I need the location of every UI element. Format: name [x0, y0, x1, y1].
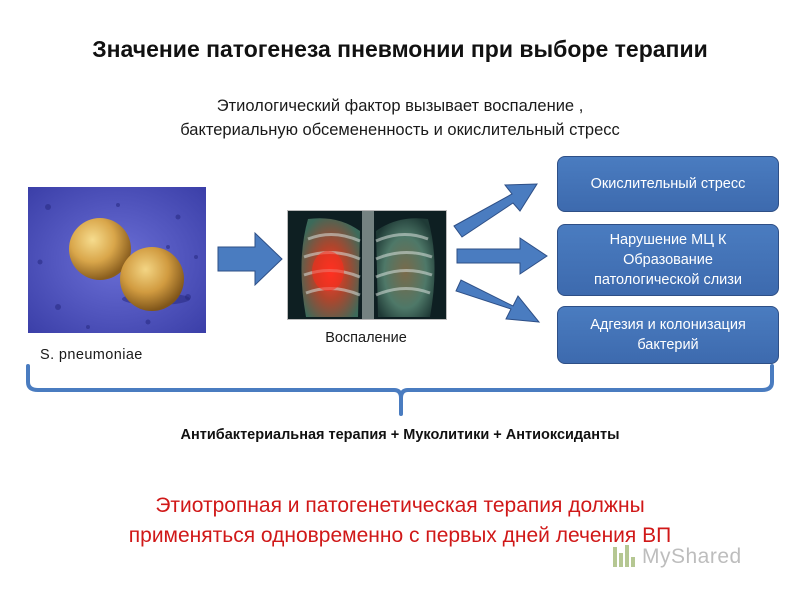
outcome-box-adhesion: Адгезия и колонизация бактерий — [557, 306, 779, 364]
arrow-to-outcome-1 — [453, 183, 538, 238]
outcome-2-line-1: Нарушение МЦ К — [609, 232, 727, 248]
subtitle-line-1: Этиологический фактор вызывает воспалени… — [216, 97, 584, 115]
arrow-bacteria-to-inflammation — [217, 231, 283, 287]
arrow-to-outcome-2 — [456, 237, 548, 275]
arrow-to-outcome-3 — [455, 279, 541, 323]
watermark: MyShared — [612, 542, 762, 572]
bacteria-micrograph — [28, 187, 206, 333]
watermark-text: MyShared — [642, 545, 742, 568]
outcome-1-text: Окислительный стресс — [591, 174, 746, 194]
bacteria-caption: S. pneumoniae — [40, 347, 143, 363]
outcome-3-line-1: Адгезия и колонизация — [590, 317, 746, 333]
outcome-box-oxidative-stress: Окислительный стресс — [557, 156, 779, 212]
outcome-2-text: Нарушение МЦ К Образование патологическо… — [594, 230, 742, 290]
slide-title: Значение патогенеза пневмонии при выборе… — [92, 36, 708, 62]
outcome-box-mucociliary: Нарушение МЦ К Образование патологическо… — [557, 224, 779, 296]
chest-xray-image — [287, 210, 447, 320]
conclusion-line-1: Этиотропная и патогенетическая терапия д… — [155, 494, 645, 517]
conclusion-line-2: применяться одновременно с первых дней л… — [128, 524, 672, 547]
outcome-2-line-2: Образование — [623, 252, 713, 268]
conclusion-text: Этиотропная и патогенетическая терапия д… — [20, 491, 780, 551]
outcome-3-text: Адгезия и колонизация бактерий — [590, 315, 746, 355]
outcome-1-line-1: Окислительный стресс — [590, 176, 746, 192]
outcome-2-line-3: патологической слизи — [593, 272, 743, 288]
grouping-bracket — [26, 364, 774, 416]
subtitle: Этиологический фактор вызывает воспалени… — [60, 94, 740, 142]
outcome-3-line-2: бактерий — [637, 337, 699, 353]
watermark-logo-icon — [613, 545, 635, 567]
inflammation-caption: Воспаление — [325, 330, 407, 346]
subtitle-line-2: бактериальную обсемененность и окислител… — [180, 121, 620, 139]
therapy-combination: Антибактериальная терапия + Муколитики +… — [180, 427, 620, 443]
